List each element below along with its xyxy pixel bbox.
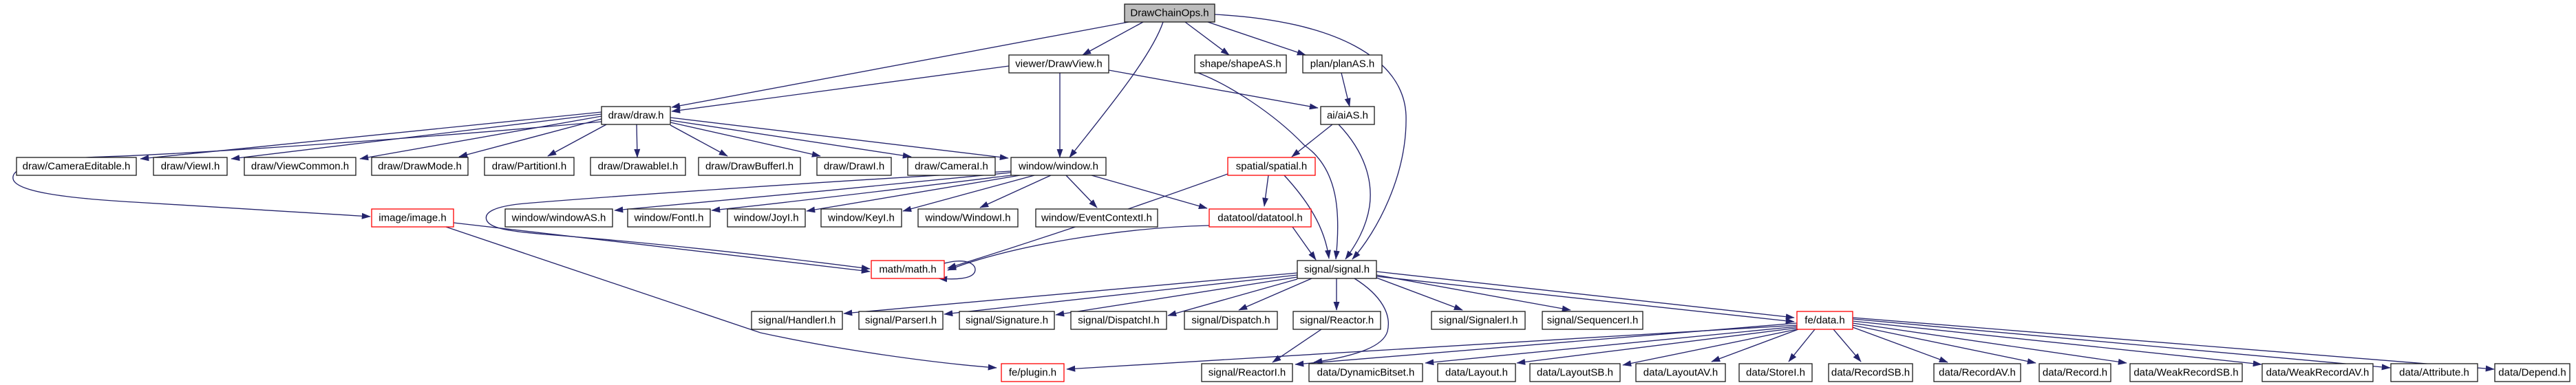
svg-text:draw/ViewI.h: draw/ViewI.h bbox=[161, 161, 220, 173]
svg-text:data/DynamicBitset.h: data/DynamicBitset.h bbox=[1317, 367, 1415, 379]
svg-text:window/EventContextI.h: window/EventContextI.h bbox=[1041, 212, 1152, 224]
svg-text:window/JoyI.h: window/JoyI.h bbox=[733, 212, 798, 224]
svg-text:signal/Dispatch.h: signal/Dispatch.h bbox=[1191, 315, 1270, 327]
svg-text:signal/Reactor.h: signal/Reactor.h bbox=[1300, 315, 1374, 327]
svg-text:draw/PartitionI.h: draw/PartitionI.h bbox=[492, 161, 566, 173]
svg-text:draw/DrawableI.h: draw/DrawableI.h bbox=[598, 161, 679, 173]
svg-text:datatool/datatool.h: datatool/datatool.h bbox=[1217, 212, 1302, 224]
svg-text:data/RecordSB.h: data/RecordSB.h bbox=[1831, 367, 1910, 379]
svg-text:fe/data.h: fe/data.h bbox=[1805, 315, 1844, 327]
svg-text:data/Record.h: data/Record.h bbox=[2043, 367, 2107, 379]
svg-text:data/Layout.h: data/Layout.h bbox=[1445, 367, 1508, 379]
svg-text:data/Depend.h: data/Depend.h bbox=[2498, 367, 2566, 379]
svg-text:viewer/DrawView.h: viewer/DrawView.h bbox=[1015, 58, 1102, 70]
svg-text:data/Attribute.h: data/Attribute.h bbox=[2399, 367, 2469, 379]
svg-text:draw/DrawBufferI.h: draw/DrawBufferI.h bbox=[705, 161, 794, 173]
svg-text:window/windowAS.h: window/windowAS.h bbox=[511, 212, 606, 224]
svg-text:data/WeakRecordSB.h: data/WeakRecordSB.h bbox=[2133, 367, 2238, 379]
svg-text:data/WeakRecordAV.h: data/WeakRecordAV.h bbox=[2266, 367, 2370, 379]
svg-text:data/StoreI.h: data/StoreI.h bbox=[1746, 367, 1805, 379]
svg-text:signal/SignalerI.h: signal/SignalerI.h bbox=[1438, 315, 1518, 327]
svg-text:signal/ParserI.h: signal/ParserI.h bbox=[865, 315, 937, 327]
svg-text:draw/CameraEditable.h: draw/CameraEditable.h bbox=[23, 161, 131, 173]
svg-text:data/LayoutSB.h: data/LayoutSB.h bbox=[1537, 367, 1613, 379]
svg-text:draw/DrawI.h: draw/DrawI.h bbox=[824, 161, 884, 173]
svg-text:math/math.h: math/math.h bbox=[879, 264, 936, 276]
svg-text:signal/signal.h: signal/signal.h bbox=[1304, 264, 1370, 276]
svg-text:fe/plugin.h: fe/plugin.h bbox=[1009, 367, 1056, 379]
svg-text:plan/planAS.h: plan/planAS.h bbox=[1310, 58, 1374, 70]
svg-text:signal/DispatchI.h: signal/DispatchI.h bbox=[1078, 315, 1159, 327]
svg-text:draw/draw.h: draw/draw.h bbox=[608, 110, 664, 122]
svg-text:data/RecordAV.h: data/RecordAV.h bbox=[1939, 367, 2016, 379]
svg-text:ai/aiAS.h: ai/aiAS.h bbox=[1327, 110, 1368, 122]
svg-text:window/KeyI.h: window/KeyI.h bbox=[827, 212, 895, 224]
svg-text:signal/SequencerI.h: signal/SequencerI.h bbox=[1547, 315, 1639, 327]
svg-text:spatial/spatial.h: spatial/spatial.h bbox=[1236, 161, 1307, 173]
svg-text:window/FontI.h: window/FontI.h bbox=[634, 212, 704, 224]
svg-text:data/LayoutAV.h: data/LayoutAV.h bbox=[1643, 367, 1718, 379]
svg-text:signal/Signature.h: signal/Signature.h bbox=[966, 315, 1048, 327]
svg-text:signal/HandlerI.h: signal/HandlerI.h bbox=[758, 315, 836, 327]
svg-text:image/image.h: image/image.h bbox=[379, 212, 446, 224]
svg-text:draw/CameraI.h: draw/CameraI.h bbox=[915, 161, 988, 173]
svg-text:window/WindowI.h: window/WindowI.h bbox=[924, 212, 1010, 224]
svg-text:DrawChainOps.h: DrawChainOps.h bbox=[1130, 8, 1209, 19]
svg-text:draw/ViewCommon.h: draw/ViewCommon.h bbox=[251, 161, 349, 173]
svg-text:shape/shapeAS.h: shape/shapeAS.h bbox=[1200, 58, 1281, 70]
svg-text:draw/DrawMode.h: draw/DrawMode.h bbox=[378, 161, 462, 173]
svg-text:window/window.h: window/window.h bbox=[1018, 161, 1098, 173]
svg-text:signal/ReactorI.h: signal/ReactorI.h bbox=[1209, 367, 1286, 379]
